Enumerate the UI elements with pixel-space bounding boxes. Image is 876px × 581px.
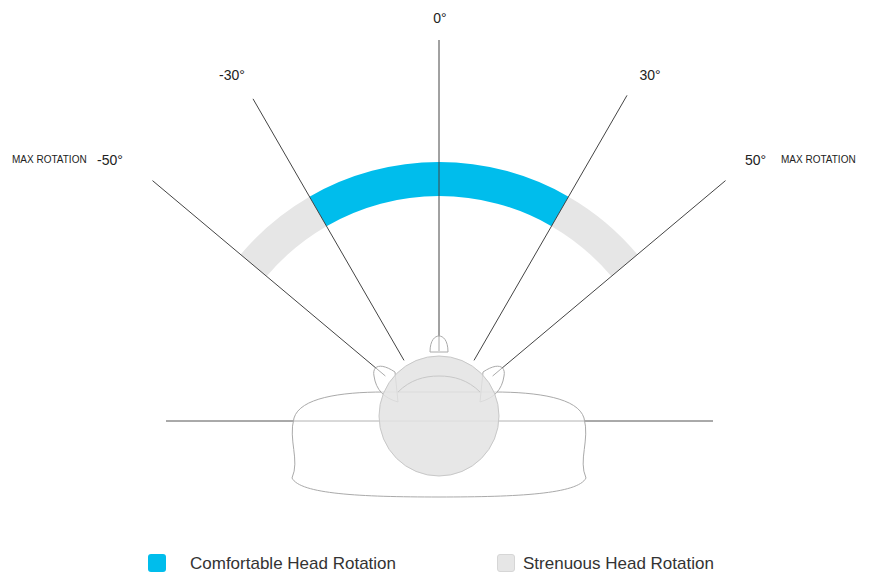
max-rotation-label: MAX ROTATION bbox=[12, 155, 87, 165]
angle-label: 50° bbox=[745, 153, 766, 167]
legend-text: Comfortable Head Rotation bbox=[190, 555, 396, 572]
angle-ray bbox=[253, 99, 404, 361]
angle-label: 30° bbox=[639, 68, 660, 82]
legend-swatch bbox=[148, 554, 166, 572]
angle-label: -30° bbox=[219, 68, 245, 82]
angle-ray bbox=[439, 40, 440, 351]
angle-label: 0° bbox=[433, 11, 446, 25]
angle-ray bbox=[493, 181, 726, 376]
angle-rays bbox=[152, 40, 725, 376]
head-figure bbox=[292, 336, 586, 497]
strenuous-band bbox=[552, 197, 638, 277]
angle-ray bbox=[152, 181, 385, 376]
angle-label: -50° bbox=[97, 153, 123, 167]
legend-swatch bbox=[497, 554, 515, 572]
legend-text: Strenuous Head Rotation bbox=[523, 555, 714, 572]
angle-ray bbox=[474, 95, 627, 360]
strenuous-band bbox=[241, 197, 327, 277]
max-rotation-label: MAX ROTATION bbox=[781, 155, 856, 165]
